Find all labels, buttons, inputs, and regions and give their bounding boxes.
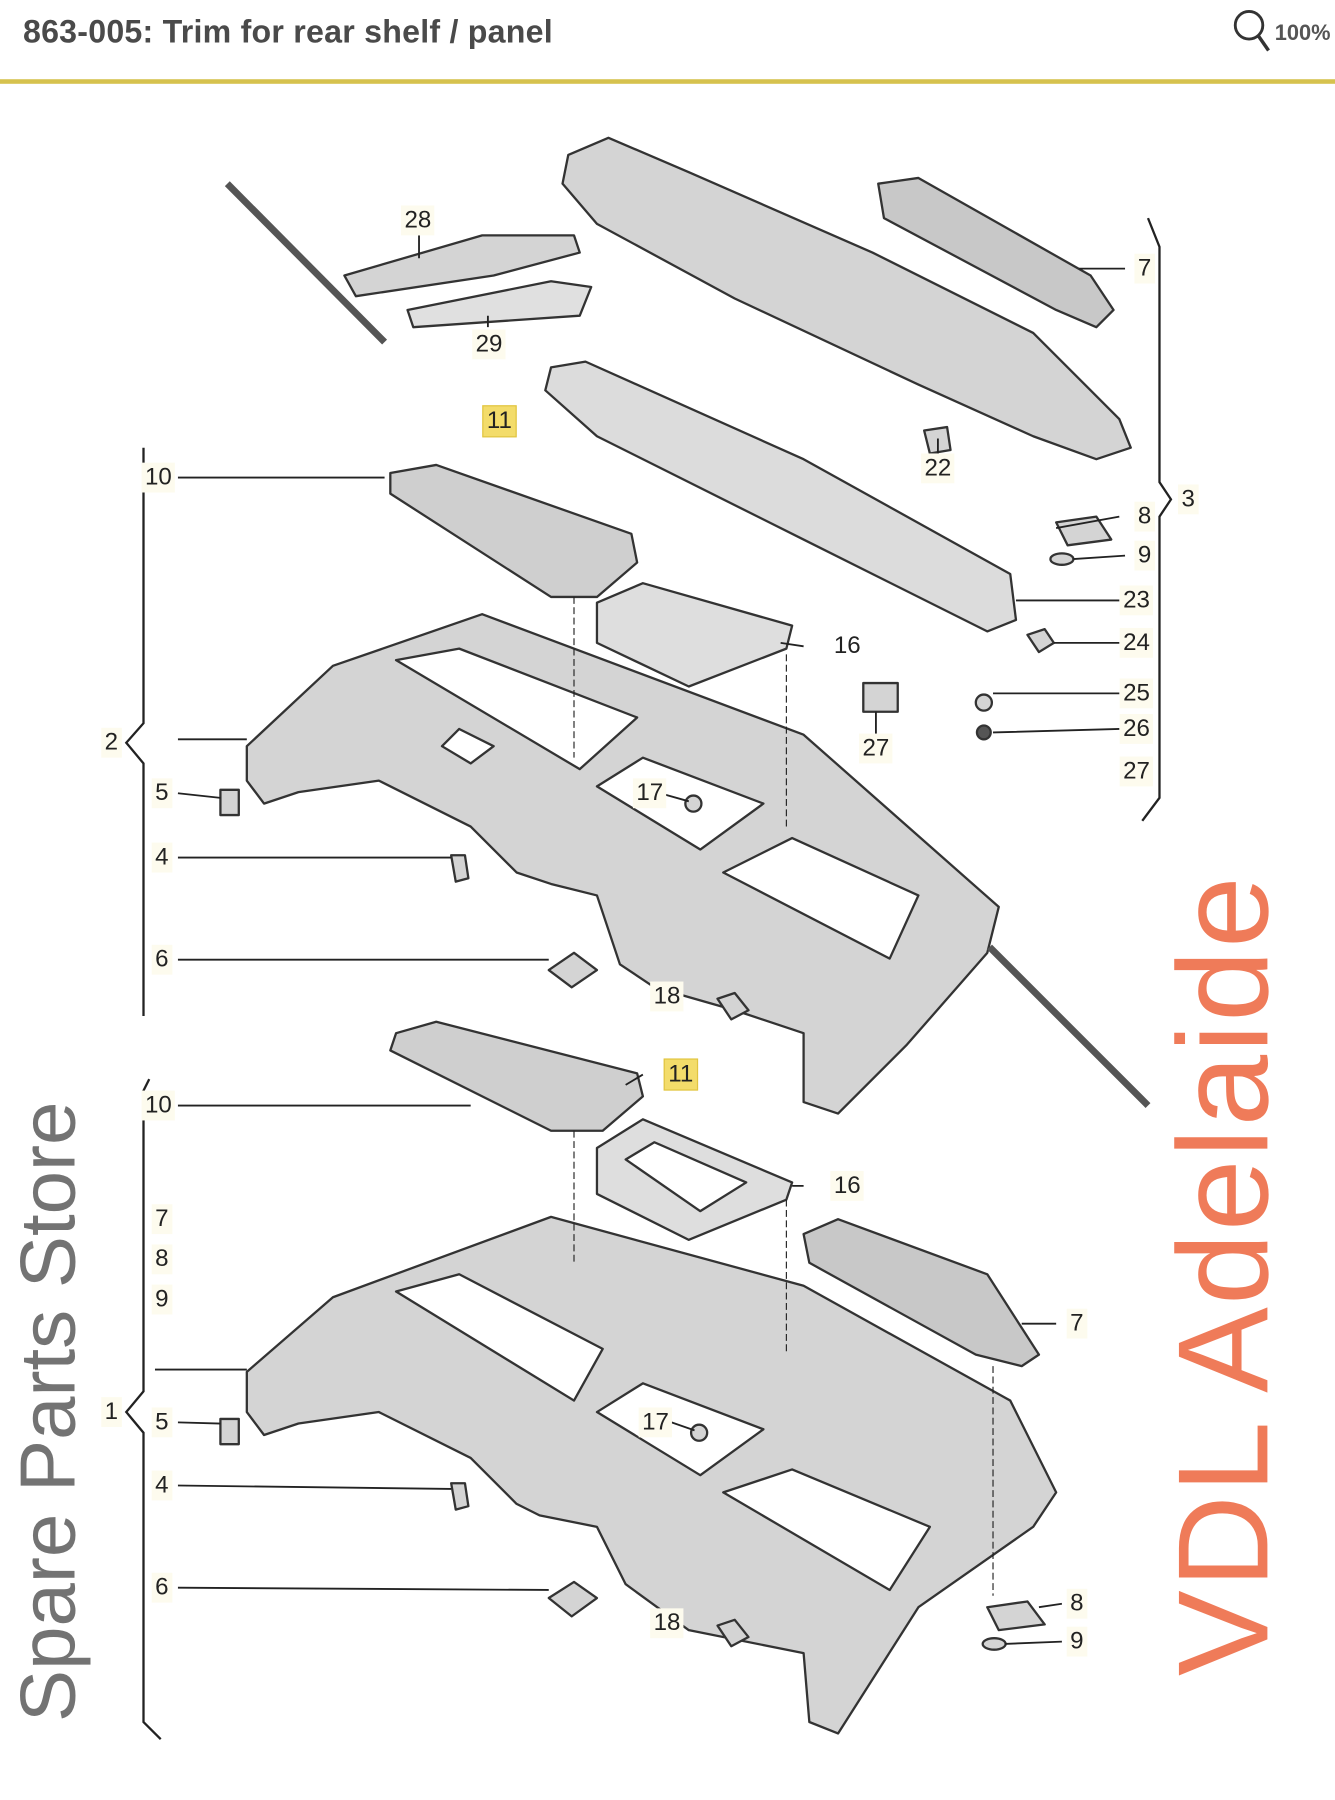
panel-2 xyxy=(245,613,1000,1115)
callout-label[interactable]: 25 xyxy=(1119,678,1154,709)
callout-label[interactable]: 2 xyxy=(101,727,122,758)
callout-label[interactable]: 5 xyxy=(151,778,173,809)
callout-label[interactable]: 26 xyxy=(1119,714,1154,744)
header: 863-005: Trim for rear shelf / panel 100… xyxy=(0,0,1335,81)
shelf-cover-7-bottom xyxy=(802,1218,1041,1368)
callout-label[interactable]: 7 xyxy=(151,1204,173,1235)
callout-label[interactable]: 24 xyxy=(1119,627,1154,658)
callout-label[interactable]: 10 xyxy=(141,1090,176,1121)
callout-label[interactable]: 18 xyxy=(650,1608,684,1639)
callout-label[interactable]: 9 xyxy=(151,1284,173,1315)
callout-label[interactable]: 28 xyxy=(401,205,435,236)
callout-label[interactable]: 27 xyxy=(1119,756,1154,787)
callout-label[interactable]: 11 xyxy=(482,405,517,438)
callout-label[interactable]: 3 xyxy=(1178,484,1199,515)
callout-label[interactable]: 6 xyxy=(151,1572,173,1603)
trim-28 xyxy=(343,234,581,298)
callout-label[interactable]: 4 xyxy=(151,842,173,873)
zoom-button[interactable]: 100% xyxy=(1231,5,1331,56)
callout-label[interactable]: 11 xyxy=(663,1058,698,1091)
callout-label[interactable]: 9 xyxy=(1134,540,1155,571)
callout-label[interactable]: 1 xyxy=(101,1397,122,1427)
callout-label[interactable]: 16 xyxy=(833,632,861,659)
callout-label[interactable]: 16 xyxy=(830,1170,865,1201)
trim-29 xyxy=(406,280,593,329)
cover-10-top xyxy=(389,463,639,599)
zoom-level: 100% xyxy=(1274,21,1331,46)
callout-label[interactable]: 4 xyxy=(151,1470,173,1501)
shelf-cover-7-top xyxy=(877,176,1115,329)
magnifier-icon xyxy=(1234,10,1271,52)
callout-label[interactable]: 8 xyxy=(151,1244,173,1275)
header-divider xyxy=(0,79,1335,84)
panel-1 xyxy=(245,1215,1058,1735)
upper-shelf-part xyxy=(561,136,1132,461)
frame-16-top xyxy=(595,582,794,688)
callout-label[interactable]: 23 xyxy=(1119,585,1154,616)
callout-label[interactable]: 7 xyxy=(1134,253,1155,284)
callout-label[interactable]: 5 xyxy=(151,1407,173,1438)
callout-label[interactable]: 8 xyxy=(1134,501,1155,532)
callout-label[interactable]: 22 xyxy=(921,453,955,484)
callout-label[interactable]: 18 xyxy=(650,981,684,1012)
roller-blind-23 xyxy=(544,360,1018,633)
callout-label[interactable]: 17 xyxy=(638,1407,673,1438)
callout-label[interactable]: 8 xyxy=(1066,1588,1087,1619)
callout-label[interactable]: 29 xyxy=(472,329,506,360)
callout-label[interactable]: 10 xyxy=(141,462,176,493)
callout-label[interactable]: 17 xyxy=(632,778,667,809)
callout-label[interactable]: 7 xyxy=(1066,1308,1087,1339)
page-title: 863-005: Trim for rear shelf / panel xyxy=(22,13,553,50)
callout-label[interactable]: 27 xyxy=(859,733,893,764)
watermark-slashes xyxy=(224,181,1151,1108)
callout-label[interactable]: 6 xyxy=(151,944,173,975)
cover-10-bottom xyxy=(389,1020,645,1132)
callout-label[interactable]: 9 xyxy=(1066,1626,1087,1657)
